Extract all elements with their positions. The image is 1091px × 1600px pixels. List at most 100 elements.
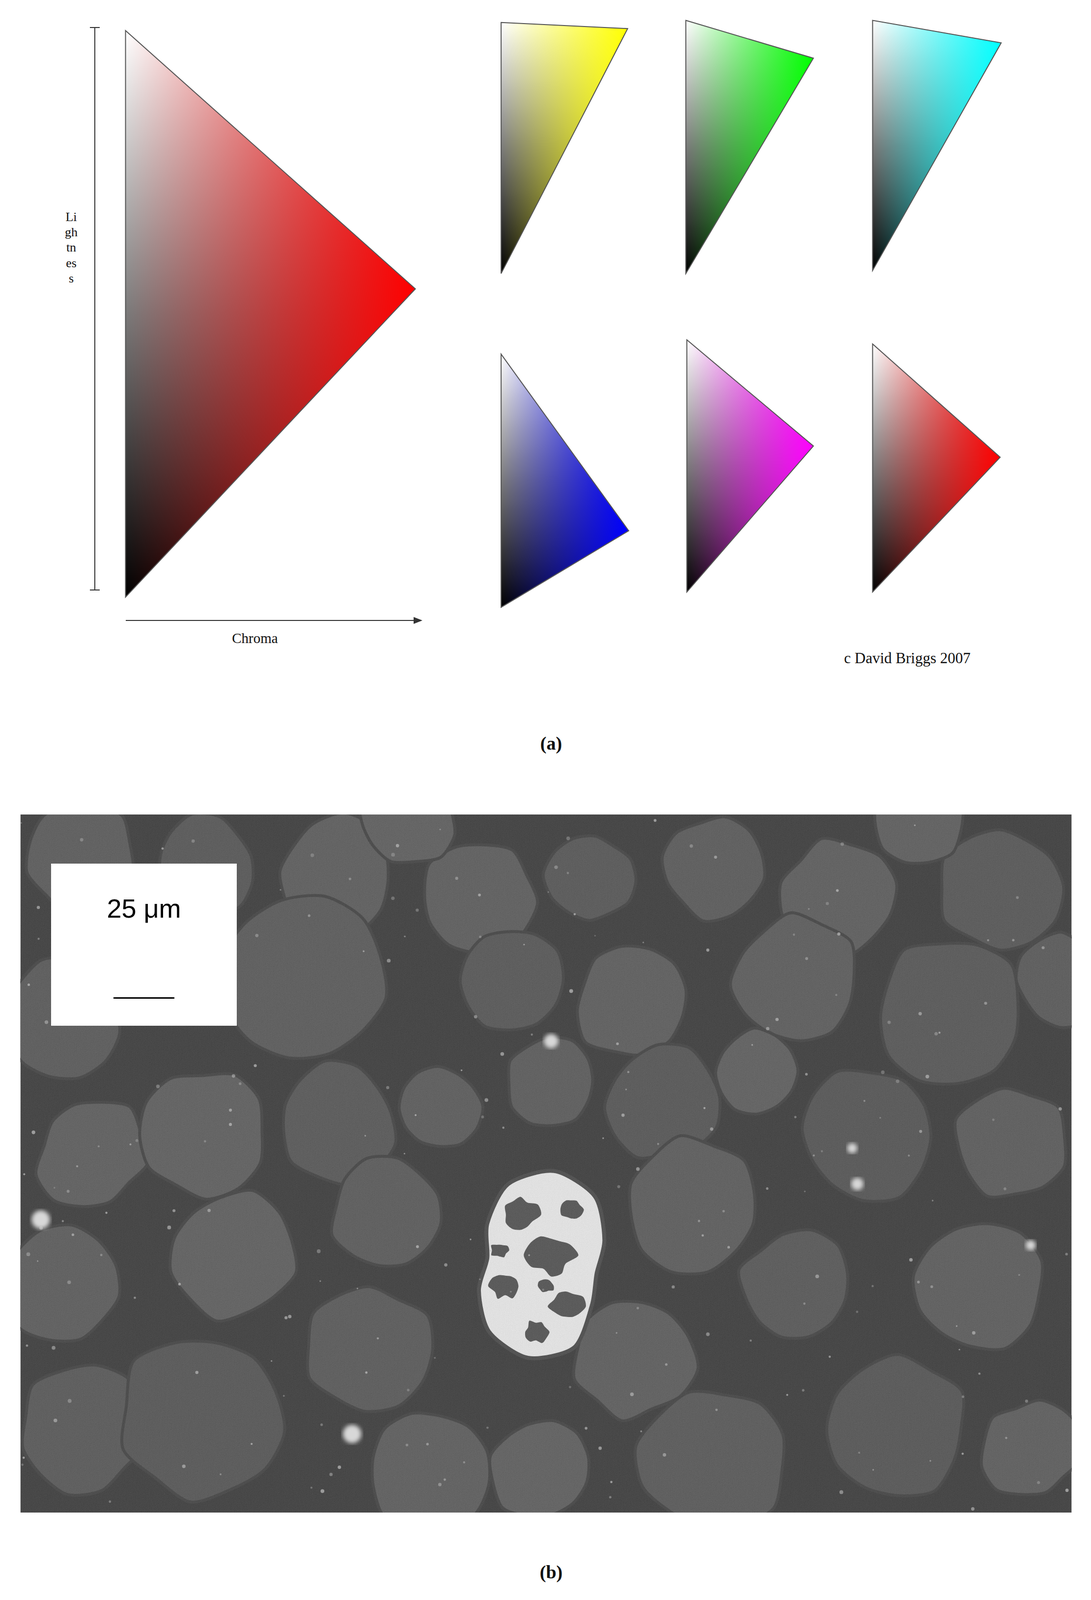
speck: [938, 1031, 941, 1034]
speck: [478, 935, 482, 938]
speck: [356, 1287, 359, 1289]
speck: [250, 1442, 253, 1445]
speck: [1015, 895, 1019, 899]
speck: [37, 937, 40, 940]
speck: [895, 1079, 900, 1083]
speck: [108, 1500, 112, 1503]
speck: [602, 1137, 604, 1139]
speck: [161, 847, 165, 850]
speck: [207, 1208, 211, 1213]
speck: [615, 1332, 618, 1334]
color-triangle: [125, 30, 416, 597]
speck: [701, 1234, 704, 1237]
triangle-base: [125, 30, 416, 597]
speck: [566, 871, 570, 875]
speck: [61, 1220, 64, 1223]
speck: [804, 1190, 806, 1192]
speck: [481, 1115, 485, 1119]
speck: [630, 1392, 634, 1396]
speck: [983, 1001, 987, 1005]
speck: [391, 896, 395, 900]
speck: [484, 1098, 489, 1103]
speck: [426, 1442, 429, 1446]
color-triangle: [501, 22, 628, 274]
speck: [172, 1208, 176, 1212]
color-triangle: [501, 354, 629, 608]
arrow-head: [413, 616, 423, 624]
speck: [463, 1460, 466, 1463]
speck: [31, 1130, 35, 1134]
speck: [1065, 1252, 1068, 1256]
speck: [709, 1127, 714, 1131]
speck: [775, 1017, 780, 1022]
speck: [460, 1069, 463, 1072]
speck: [615, 1042, 619, 1046]
speck: [531, 1033, 533, 1036]
speck: [803, 1302, 806, 1305]
speck: [362, 950, 365, 952]
speck: [1018, 1273, 1021, 1276]
speck: [444, 1262, 448, 1267]
axis-tick: [89, 27, 100, 28]
speck: [156, 1084, 160, 1089]
speck: [509, 1290, 512, 1293]
speck: [386, 1086, 390, 1090]
speck: [191, 839, 196, 843]
micrograph: [20, 814, 1072, 1513]
speck: [387, 958, 392, 963]
speck: [270, 1360, 273, 1362]
color-triangle: [685, 20, 814, 274]
speck: [100, 1253, 103, 1257]
speck: [837, 932, 840, 936]
speck: [909, 1258, 913, 1262]
speck: [182, 1464, 186, 1468]
axis-label: Chroma: [231, 630, 278, 647]
speck: [653, 818, 657, 822]
speck: [698, 1219, 701, 1223]
speck: [917, 1280, 921, 1284]
color-triangle: [872, 343, 1001, 592]
speck: [528, 1254, 531, 1257]
speck: [133, 1296, 137, 1299]
panel-label: (a): [540, 732, 562, 755]
speck: [801, 1389, 805, 1392]
speck: [625, 1088, 628, 1091]
speck: [26, 1252, 31, 1257]
speck: [542, 1288, 545, 1291]
color-triangle: [872, 20, 1002, 271]
speck: [231, 1074, 236, 1078]
speck: [414, 1114, 417, 1117]
speck: [105, 1211, 108, 1214]
speck: [805, 1072, 808, 1076]
speck: [1036, 1481, 1040, 1484]
axis-label: Lightness: [64, 209, 78, 286]
speck: [439, 828, 442, 831]
bright-spot: [1025, 1239, 1036, 1251]
speck: [855, 1310, 859, 1314]
speck: [474, 1014, 478, 1019]
speck: [765, 1187, 769, 1190]
speck: [22, 1456, 26, 1459]
speck: [23, 1173, 26, 1175]
speck: [871, 1285, 874, 1288]
speck: [636, 1167, 640, 1171]
speck: [1058, 1107, 1063, 1111]
speck: [930, 1285, 934, 1288]
speck: [972, 1331, 976, 1335]
speck: [364, 1134, 366, 1137]
triangle-base: [872, 343, 1001, 592]
speck: [36, 1259, 39, 1262]
speck: [129, 1143, 132, 1146]
speck: [925, 1074, 929, 1079]
speck: [715, 1408, 718, 1412]
speck: [616, 1184, 620, 1188]
speck: [547, 891, 550, 893]
speck: [662, 1453, 667, 1457]
speck: [228, 1122, 232, 1126]
speck: [67, 1280, 71, 1284]
speck: [44, 1020, 49, 1024]
chroma-axis: [125, 619, 417, 621]
speck: [1005, 1436, 1008, 1440]
speck: [1011, 938, 1015, 942]
